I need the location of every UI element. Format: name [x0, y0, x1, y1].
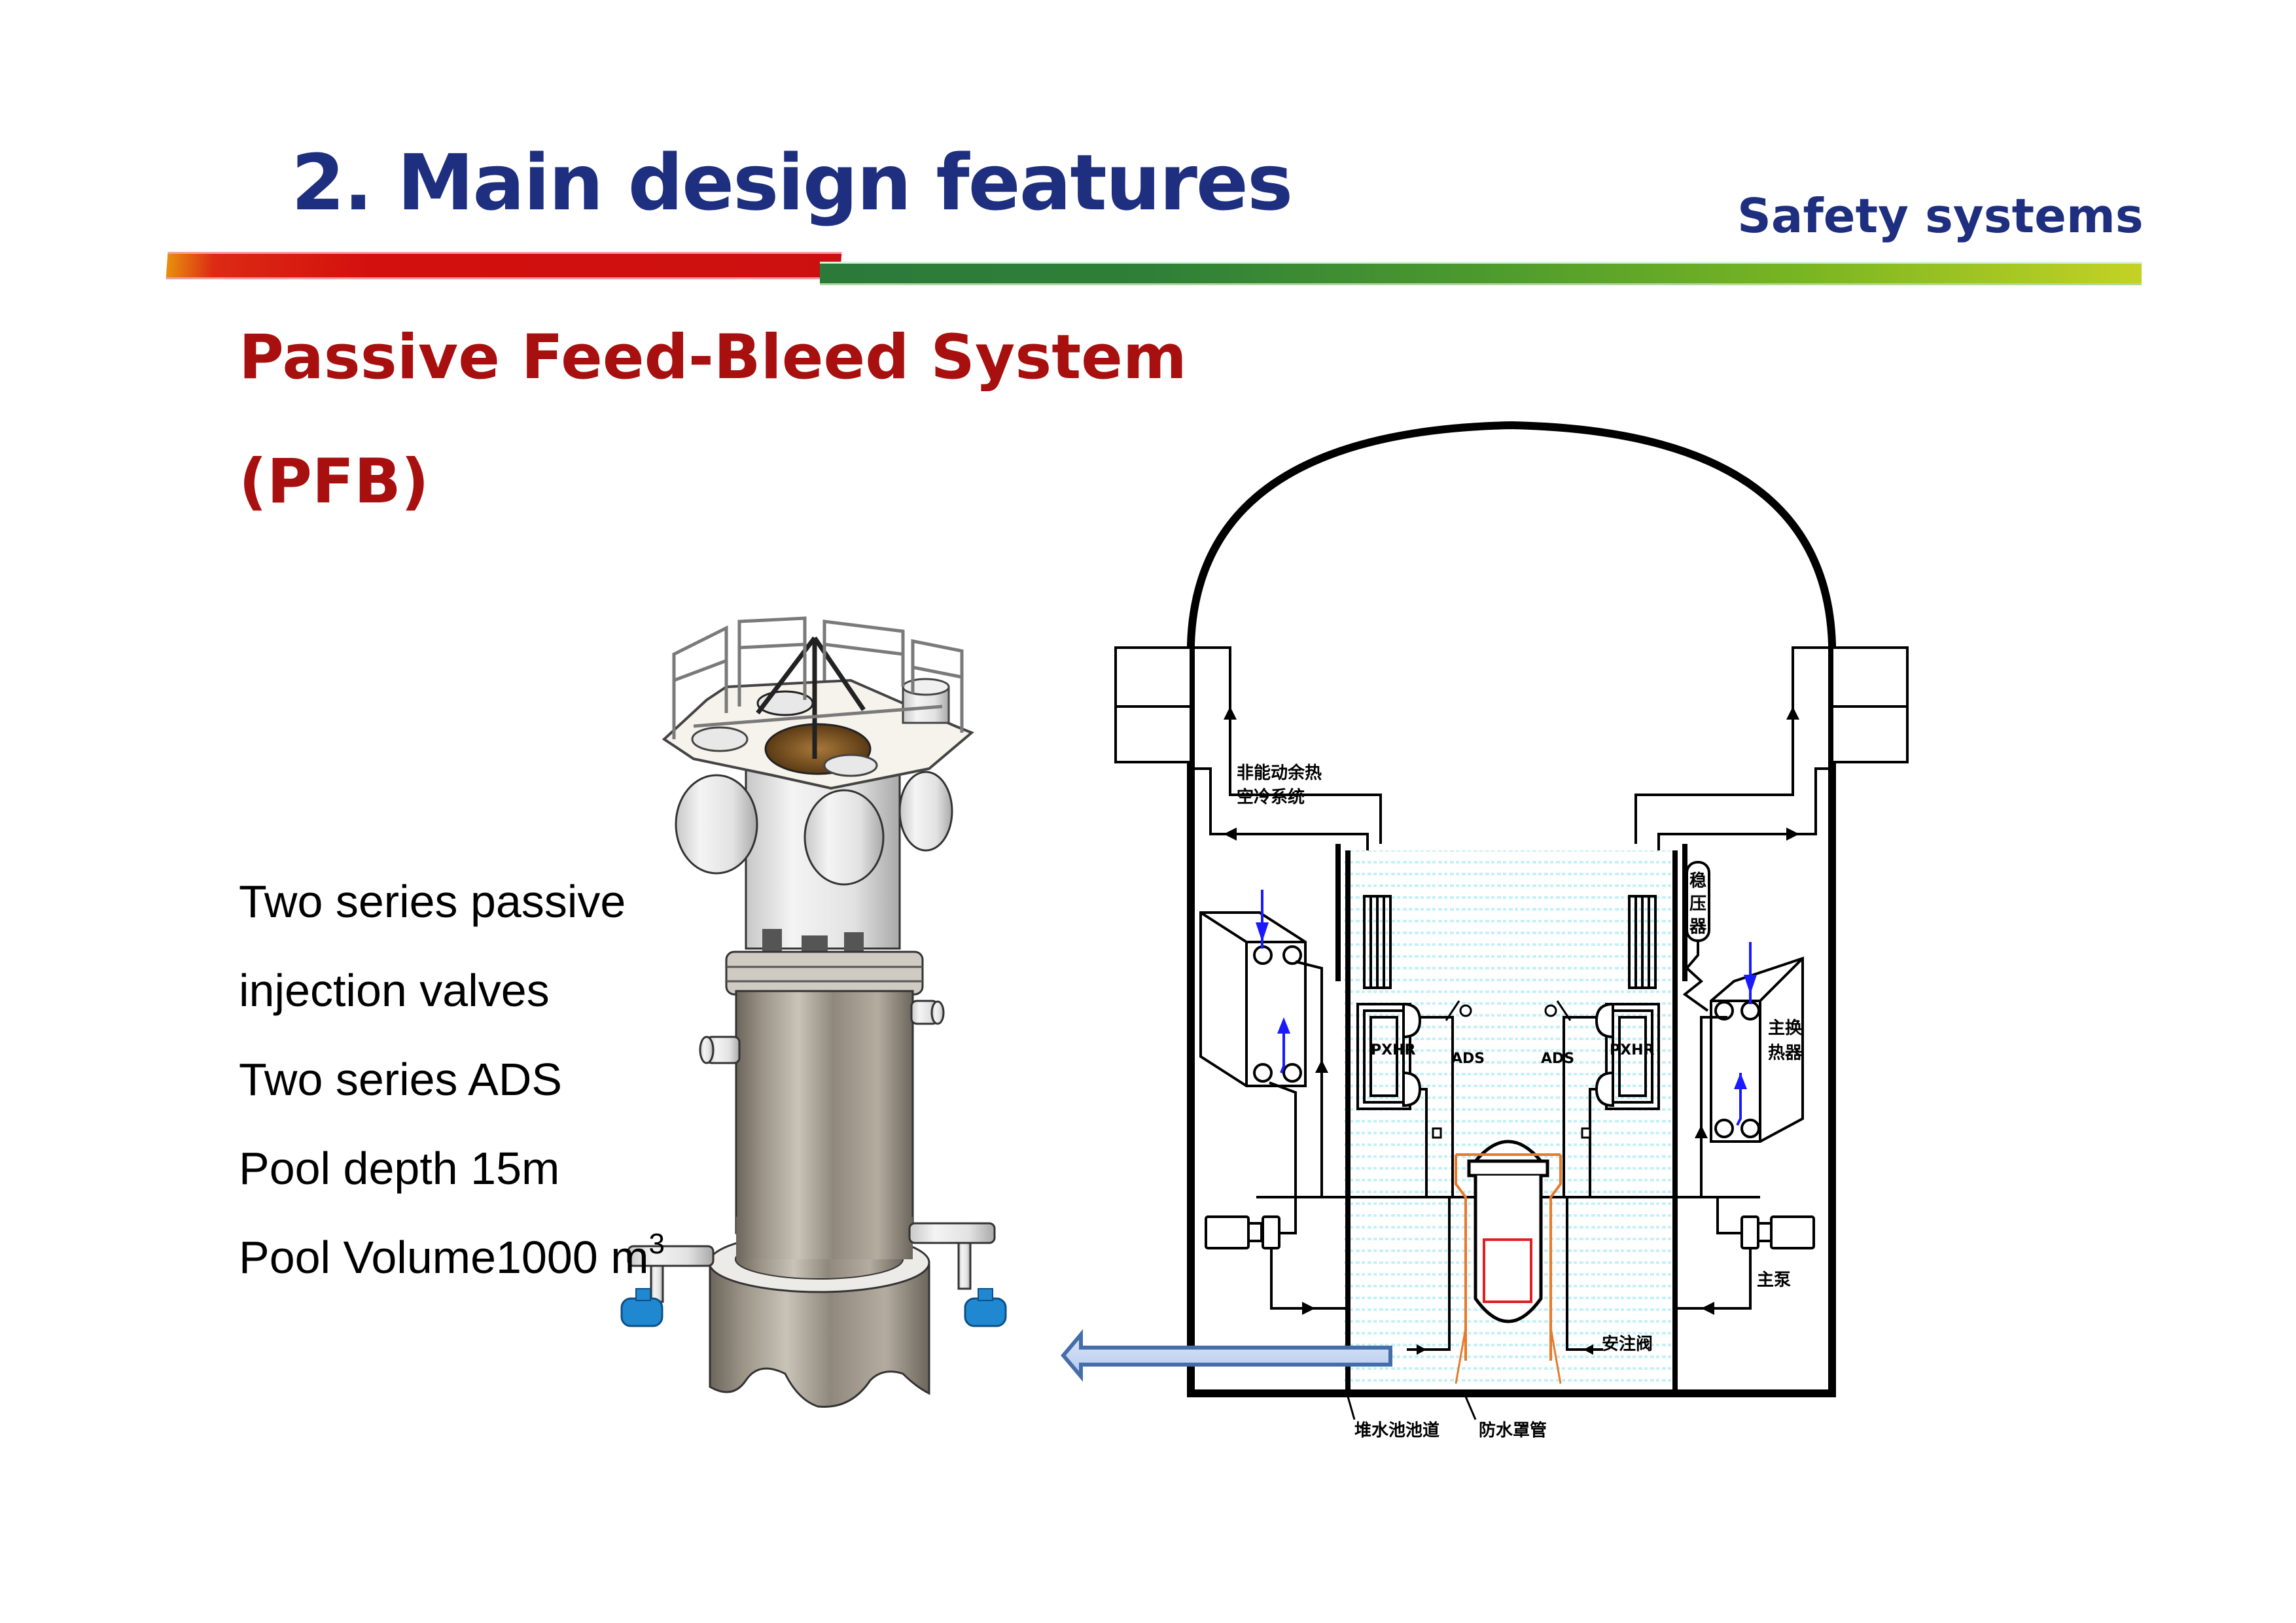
pressurizer-label-3: 器 [1689, 917, 1707, 937]
injection-valve-icon [620, 1288, 663, 1327]
page-title: 2. Main design features [291, 137, 1293, 228]
volume-superscript: 3 [648, 1228, 665, 1260]
pxhr-label-left: PXHR [1371, 1042, 1415, 1058]
feature-item-volume: Pool Volume1000 m3 [239, 1213, 665, 1302]
shield-label: 防水罩管 [1479, 1421, 1547, 1440]
feature-item: Two series passive [239, 876, 626, 927]
section-label: Safety systems [1737, 188, 2144, 243]
feature-item: Two series ADS [239, 1054, 563, 1105]
system-heading: Passive Feed-Bleed System [239, 322, 1187, 393]
air-cooling-label-1: 非能动余热 [1237, 763, 1322, 783]
feature-list: Two series passive injection valves Two … [239, 857, 665, 1302]
feature-item: Pool depth 15m [239, 1143, 560, 1194]
main-pump-left [1205, 1197, 1348, 1310]
main-hx-label-2: 热器 [1768, 1043, 1803, 1063]
air-cooler-left [1114, 646, 1192, 763]
air-cooling-label-2: 空冷系统 [1237, 787, 1305, 807]
ads-label-right: ADS [1541, 1051, 1574, 1067]
main-heat-exchanger-right [1710, 956, 1804, 1143]
pressurizer-label-1: 稳 [1689, 871, 1706, 891]
pfb-schematic [1114, 421, 1909, 1420]
header-bar-green [820, 262, 2142, 285]
transfer-arrow-icon [1061, 1329, 1392, 1382]
pxhr-label-right: PXHR [1610, 1042, 1654, 1058]
system-heading-abbrev: (PFB) [239, 446, 429, 517]
containment-dome [1187, 421, 1836, 1393]
coolant-flow-arrow-icons [1256, 890, 1757, 1126]
reactor-vessel-3d-icon [620, 616, 1007, 1408]
pressurizer-label-2: 压 [1689, 894, 1706, 914]
air-cooler-right [1831, 646, 1909, 763]
injection-valve-icon [964, 1288, 1007, 1327]
main-hx-label-1: 主换 [1768, 1019, 1803, 1038]
pressurizer [1682, 861, 1710, 1012]
flow-arrow-icons [1224, 707, 1799, 1315]
main-pump-right [1675, 1197, 1815, 1310]
feature-item: injection valves [239, 965, 550, 1016]
volume-text: Pool Volume1000 m [239, 1232, 649, 1283]
ads-label-left: ADS [1451, 1051, 1485, 1067]
reactor-core [1483, 1238, 1532, 1303]
main-pump-label: 主泵 [1757, 1270, 1791, 1290]
safety-injection-valve-label: 安注阀 [1602, 1334, 1653, 1354]
reactor-pressure-vessel [1467, 1140, 1549, 1323]
pool-label: 堆水池池道 [1354, 1420, 1439, 1440]
main-heat-exchanger-left [1199, 911, 1307, 1087]
